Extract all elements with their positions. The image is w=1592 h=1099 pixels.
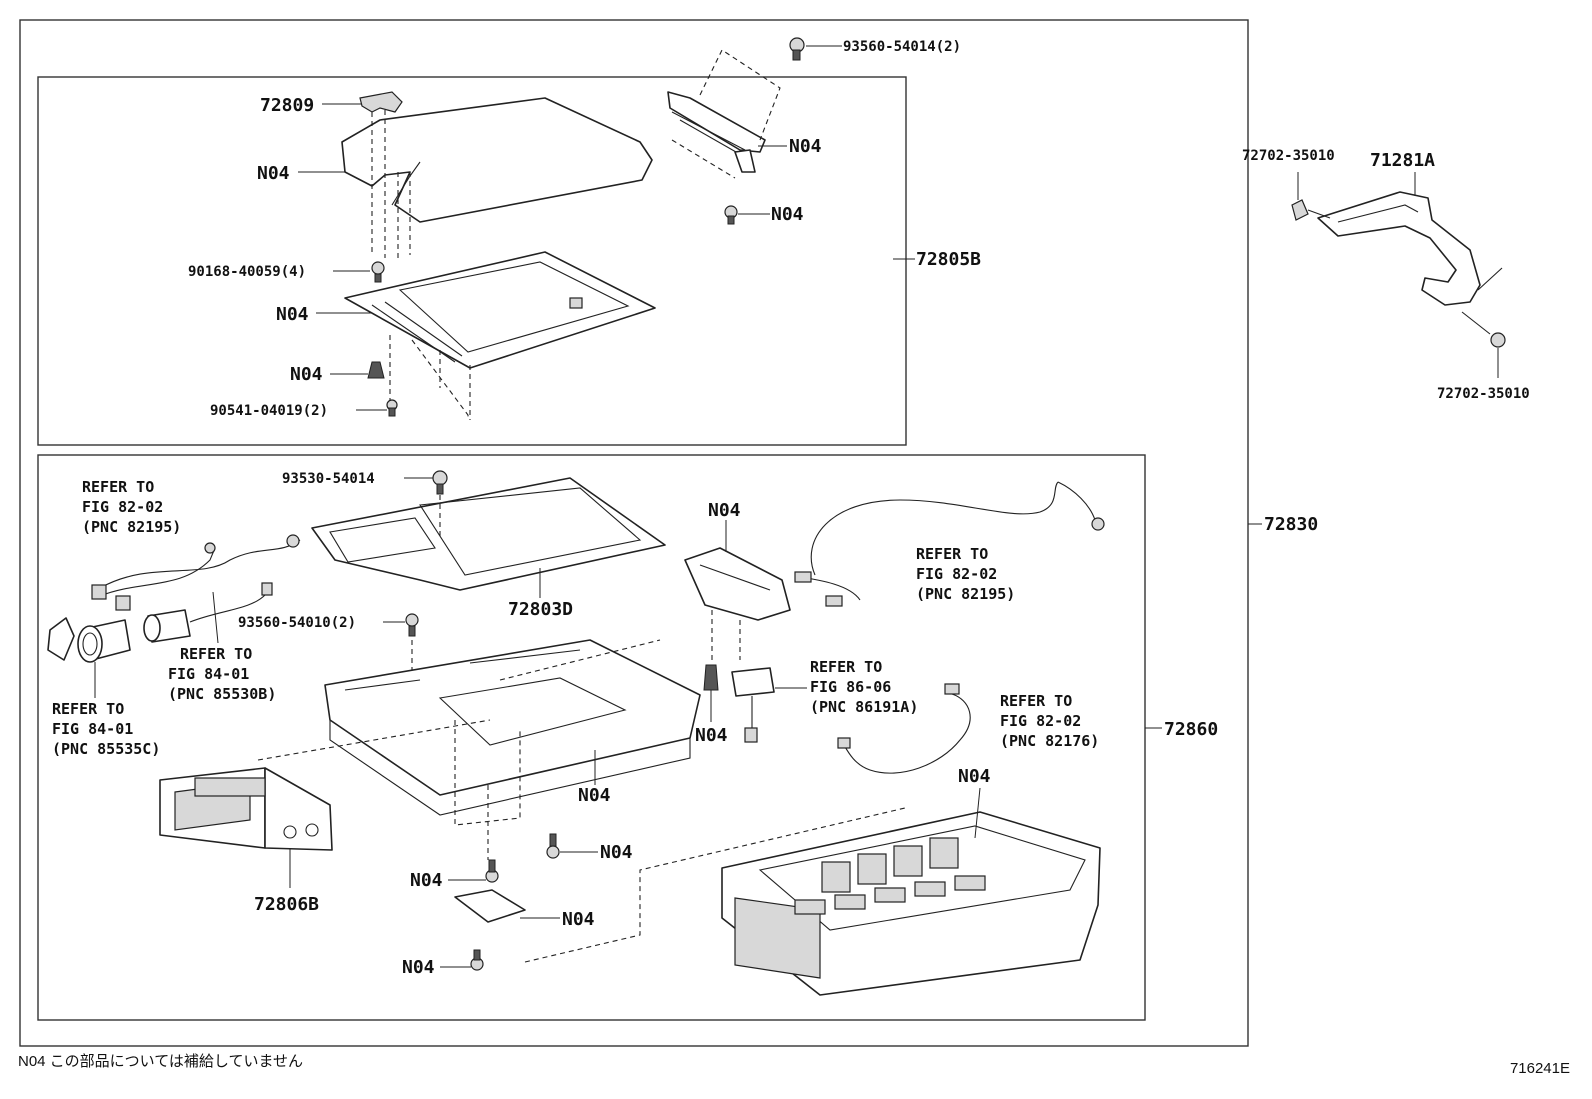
panel-screw <box>432 470 448 540</box>
label-72805B: 72805B <box>916 249 981 270</box>
assembly-frame-72830 <box>19 19 1249 1047</box>
svg-text:FIG 82-02: FIG 82-02 <box>916 565 997 583</box>
side-bracket-71281A <box>1317 191 1481 306</box>
lid-inner-plate <box>344 251 656 369</box>
tray-ribs <box>794 837 986 915</box>
wire-harness-82195 <box>91 534 301 611</box>
console-bracket <box>684 547 791 621</box>
hinge-dashed-guides <box>671 49 781 179</box>
plate-screw <box>386 399 398 417</box>
label-n04-lid: N04 <box>257 163 290 184</box>
bracket-bolt-a <box>1291 199 1331 221</box>
svg-text:REFER TO: REFER TO <box>810 658 882 676</box>
footnote: N04 この部品については補給していません <box>18 1053 304 1070</box>
box-dashed-guides <box>257 639 661 860</box>
console-tray <box>721 811 1101 996</box>
bracket-dashed-guides <box>711 610 741 660</box>
svg-text:(PNC 82176): (PNC 82176) <box>1000 732 1099 750</box>
svg-text:FIG 86-06: FIG 86-06 <box>810 678 891 696</box>
label-n04-hinge: N04 <box>789 136 822 157</box>
lid-bolt <box>371 261 385 283</box>
svg-text:FIG 82-02: FIG 82-02 <box>82 498 163 516</box>
label-n04-clip4: N04 <box>402 957 435 978</box>
label-n04-clip3: N04 <box>410 870 443 891</box>
power-socket-85530B <box>143 582 273 643</box>
figure-id: 716241E <box>1509 1060 1570 1077</box>
armrest-lid <box>341 97 653 223</box>
console-upper-panel-72803D <box>311 477 666 591</box>
bracket-bolt-b <box>1461 267 1506 348</box>
leader-lines <box>94 45 1499 968</box>
pocket-clip <box>485 859 499 883</box>
label-n04-hinge-clip: N04 <box>771 204 804 225</box>
label-n04-clip2: N04 <box>695 725 728 746</box>
plate-clip <box>367 361 385 379</box>
label-72809: 72809 <box>260 95 314 116</box>
refer-82176: REFER TO FIG 82-02 (PNC 82176) <box>1000 692 1099 750</box>
label-n04-pocket: N04 <box>562 909 595 930</box>
label-90168: 90168-40059(4) <box>188 264 306 280</box>
refer-82195-right: REFER TO FIG 82-02 (PNC 82195) <box>916 545 1015 603</box>
lid-dashed-guides <box>371 110 411 258</box>
svg-text:(PNC 85530B): (PNC 85530B) <box>168 685 276 703</box>
svg-text:FIG 82-02: FIG 82-02 <box>1000 712 1081 730</box>
label-93530: 93530-54014 <box>282 471 375 487</box>
svg-text:REFER TO: REFER TO <box>52 700 124 718</box>
refer-85535C: REFER TO FIG 84-01 (PNC 85535C) <box>52 700 160 758</box>
label-71281A: 71281A <box>1370 150 1435 171</box>
pocket-screw <box>470 949 484 971</box>
switch-unit-72806B <box>159 767 333 851</box>
wire-harness-82176 <box>837 683 971 774</box>
refer-82195-left: REFER TO FIG 82-02 (PNC 82195) <box>82 478 181 536</box>
label-90541: 90541-04019(2) <box>210 403 328 419</box>
console-box-body <box>324 639 701 816</box>
label-93560-mid: 93560-54010(2) <box>238 615 356 631</box>
tray-dashed-guides <box>524 807 906 963</box>
label-72803D: 72803D <box>508 599 573 620</box>
wire-harness-82195-right <box>794 481 1105 607</box>
svg-text:REFER TO: REFER TO <box>82 478 154 496</box>
subassembly-frame-72860 <box>37 454 1146 1021</box>
svg-text:(PNC 82195): (PNC 82195) <box>916 585 1015 603</box>
svg-text:(PNC 82195): (PNC 82195) <box>82 518 181 536</box>
lid-hinge <box>667 91 766 173</box>
label-72830: 72830 <box>1264 514 1318 535</box>
bracket-clip <box>703 664 719 691</box>
svg-text:FIG 84-01: FIG 84-01 <box>168 665 249 683</box>
hinge-clip <box>724 205 738 225</box>
subassembly-frame-72805B <box>37 76 907 446</box>
refer-86191A: REFER TO FIG 86-06 (PNC 86191A) <box>810 658 918 716</box>
refer-85530B: REFER TO FIG 84-01 (PNC 85530B) <box>168 645 276 703</box>
svg-text:REFER TO: REFER TO <box>916 545 988 563</box>
svg-text:REFER TO: REFER TO <box>1000 692 1072 710</box>
svg-text:(PNC 85535C): (PNC 85535C) <box>52 740 160 758</box>
svg-text:REFER TO: REFER TO <box>180 645 252 663</box>
label-n04-screw: N04 <box>600 842 633 863</box>
svg-text:(PNC 86191A): (PNC 86191A) <box>810 698 918 716</box>
label-n04-clip: N04 <box>290 364 323 385</box>
label-72806B: 72806B <box>254 894 319 915</box>
label-93560-top: 93560-54014(2) <box>843 39 961 55</box>
label-n04-tray: N04 <box>958 766 991 787</box>
label-n04-plate: N04 <box>276 304 309 325</box>
label-n04-bracket: N04 <box>708 500 741 521</box>
power-socket-85535C <box>47 617 131 663</box>
label-72860: 72860 <box>1164 719 1218 740</box>
lid-clip-72809 <box>359 91 403 113</box>
svg-text:FIG 84-01: FIG 84-01 <box>52 720 133 738</box>
plate-dashed-guides <box>389 335 471 420</box>
label-72702-a: 72702-35010 <box>1242 148 1335 164</box>
label-72702-b: 72702-35010 <box>1437 386 1530 402</box>
label-n04-box: N04 <box>578 785 611 806</box>
hinge-screw-top <box>789 37 805 61</box>
pocket <box>454 889 526 923</box>
connector-86191A <box>731 667 775 743</box>
box-screw <box>546 833 560 859</box>
